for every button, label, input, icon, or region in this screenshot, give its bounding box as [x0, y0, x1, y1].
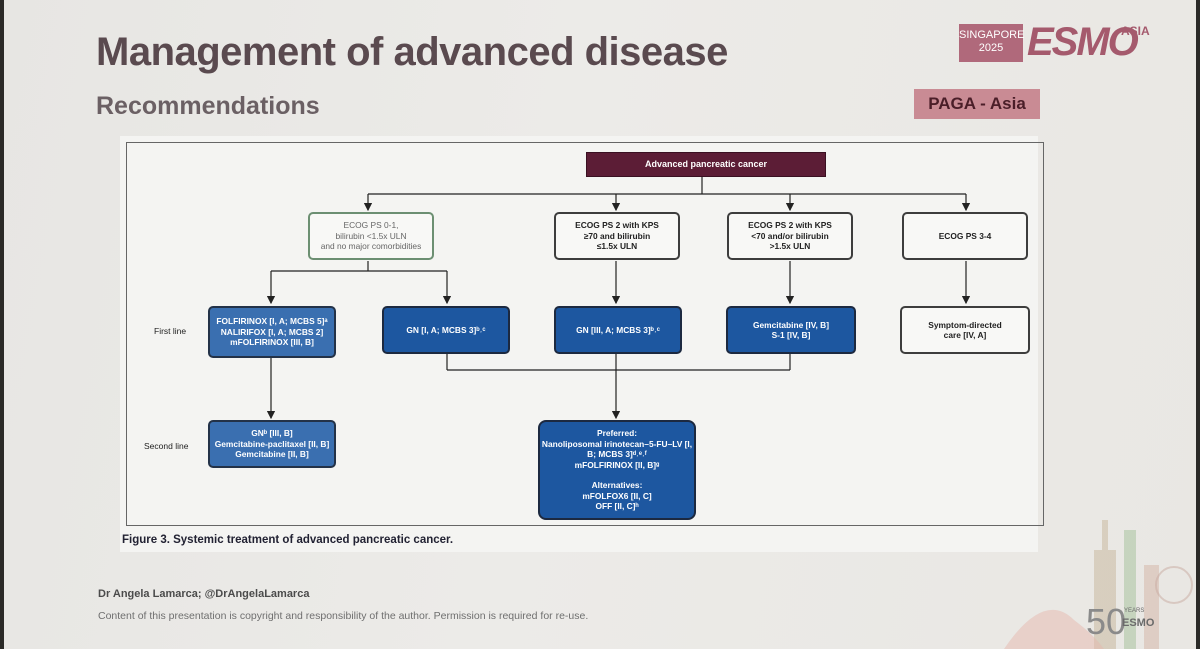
treatment-line: Gemcitabine [II, B] [235, 449, 309, 460]
second-line-label: Second line [144, 441, 189, 451]
group-line: ECOG PS 3-4 [938, 230, 992, 241]
group-line: <70 and/or bilirubin [751, 230, 829, 241]
group-line: >1.5x ULN [769, 241, 811, 252]
logo-region: ASIA [1121, 24, 1150, 38]
logo-brand: ESMO [1027, 20, 1139, 64]
group-line: bilirubin <1.5x ULN [335, 230, 407, 241]
decorative-skyline [1004, 520, 1193, 649]
esmo-asia-logo: SINGAPORE 2025 ESMO ASIA [959, 20, 1159, 76]
anniversary-number: 50 [1086, 601, 1126, 642]
slide-subtitle: Recommendations [96, 92, 320, 120]
root-node: Advanced pancreatic cancer [586, 152, 826, 177]
treatment-line: mFOLFIRINOX [II, B]ᵍ [574, 459, 660, 470]
anniversary-label: YEARS [1124, 608, 1144, 614]
treatment-line: Nanoliposomal irinotecan–5-FU–LV [I, [541, 438, 693, 449]
root-label: Advanced pancreatic cancer [644, 159, 768, 170]
treatment-line: GN [III, A; MCBS 3]ᵇ˒ᶜ [576, 324, 660, 335]
first-line-gemcitabine: Gemcitabine [IV, B] S-1 [IV, B] [726, 306, 856, 354]
figure-frame [126, 142, 1044, 526]
treatment-line: care [IV, A] [943, 330, 987, 340]
group-ecog-2-kps-low: ECOG PS 2 with KPS <70 and/or bilirubin … [727, 212, 853, 260]
treatment-line: S-1 [IV, B] [771, 330, 811, 340]
treatment-line: Alternatives: [591, 480, 643, 491]
first-line-folfirinox: FOLFIRINOX [I, A; MCBS 5]ᵃ NALIRIFOX [I,… [208, 306, 336, 358]
presenter-credit: Dr Angela Lamarca; @DrAngelaLamarca [98, 588, 310, 600]
flowchart-figure: Advanced pancreatic cancer ECOG PS 0-1, … [120, 136, 1044, 552]
slide: Management of advanced disease Recommend… [4, 0, 1196, 649]
logo-location: SINGAPORE [959, 29, 1025, 41]
second-line-nal-iri: Preferred: Nanoliposomal irinotecan–5-FU… [538, 420, 696, 520]
group-line: ≥70 and bilirubin [583, 230, 651, 241]
treatment-line: Symptom-directed [928, 319, 1002, 330]
figure-caption: Figure 3. Systemic treatment of advanced… [122, 534, 454, 546]
first-line-symptom-care: Symptom-directed care [IV, A] [900, 306, 1030, 354]
treatment-line: NALIRIFOX [I, A; MCBS 2] [220, 326, 324, 337]
first-line-gn-fit: GN [I, A; MCBS 3]ᵇ˒ᶜ [382, 306, 510, 354]
treatment-line: Preferred: [596, 428, 638, 439]
treatment-line: FOLFIRINOX [I, A; MCBS 5]ᵃ [216, 316, 328, 327]
group-line: ECOG PS 2 with KPS [575, 220, 659, 231]
group-line: ECOG PS 2 with KPS [748, 220, 832, 231]
group-line: ≤1.5x ULN [596, 241, 638, 252]
treatment-line: GNᵇ [III, B] [251, 428, 293, 439]
group-line: and no major comorbidities [320, 241, 422, 252]
treatment-line: Gemcitabine-paclitaxel [II, B] [214, 438, 330, 449]
copyright-notice: Content of this presentation is copyrigh… [98, 610, 589, 622]
treatment-line: mFOLFOX6 [II, C] [582, 490, 652, 501]
second-line-gn: GNᵇ [III, B] Gemcitabine-paclitaxel [II,… [208, 420, 336, 468]
treatment-line: OFF [II, C]ʰ [595, 501, 639, 512]
flowchart-connectors [266, 176, 971, 420]
treatment-line: mFOLFIRINOX [III, B] [230, 337, 314, 348]
paga-asia-tag: PAGA - Asia [914, 89, 1040, 119]
group-line: ECOG PS 0-1, [343, 220, 399, 231]
esmo-50-years-logo: 50 YEARS ESMO [1086, 601, 1154, 642]
group-ecog-2-kps-high: ECOG PS 2 with KPS ≥70 and bilirubin ≤1.… [554, 212, 680, 260]
treatment-line: B; MCBS 3]ᵈ˒ᵉ˒ᶠ [587, 449, 647, 460]
anniversary-brand: ESMO [1122, 617, 1154, 629]
treatment-line: GN [I, A; MCBS 3]ᵇ˒ᶜ [406, 324, 486, 335]
logo-year: 2025 [978, 42, 1004, 54]
treatment-line [616, 470, 618, 480]
first-line-label: First line [154, 326, 187, 336]
group-ecog-0-1: ECOG PS 0-1, bilirubin <1.5x ULN and no … [308, 212, 434, 260]
slide-title: Management of advanced disease [96, 30, 728, 74]
first-line-gn-ps2: GN [III, A; MCBS 3]ᵇ˒ᶜ [554, 306, 682, 354]
group-ecog-3-4: ECOG PS 3-4 [902, 212, 1028, 260]
logo-location-badge: SINGAPORE 2025 [959, 24, 1025, 62]
treatment-line: Gemcitabine [IV, B] [752, 319, 830, 330]
